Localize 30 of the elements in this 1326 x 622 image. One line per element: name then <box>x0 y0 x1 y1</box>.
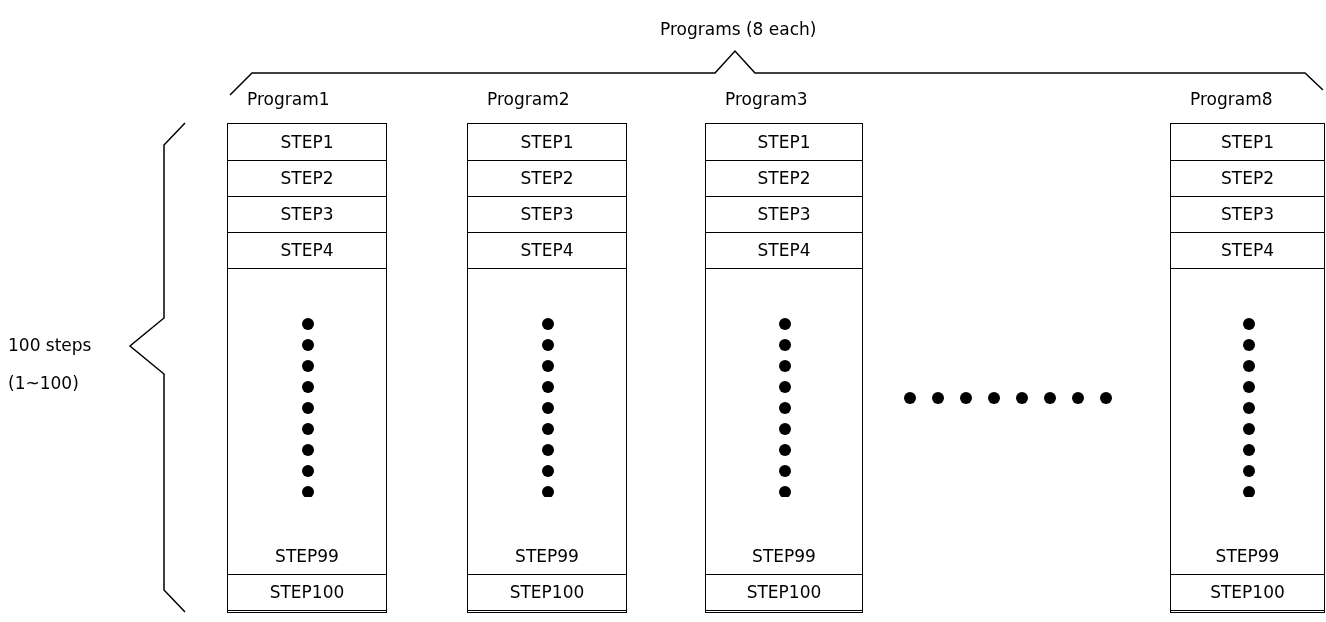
step-row: STEP99 <box>468 538 626 575</box>
step-row: STEP4 <box>468 232 626 269</box>
step-row: STEP3 <box>1171 196 1324 233</box>
step-row: STEP100 <box>228 574 386 611</box>
step-row: STEP99 <box>228 538 386 575</box>
step-row: STEP3 <box>706 196 862 233</box>
step-row: STEP2 <box>706 160 862 197</box>
program-heading: Program3 <box>725 88 808 110</box>
step-row: STEP1 <box>1171 124 1324 161</box>
step-row: STEP100 <box>468 574 626 611</box>
range-label: 100 steps (1~100) <box>8 334 93 395</box>
step-row: STEP1 <box>468 124 626 161</box>
step-row: STEP1 <box>228 124 386 161</box>
step-row: STEP99 <box>706 538 862 575</box>
step-row: STEP100 <box>706 574 862 611</box>
step-row: STEP2 <box>468 160 626 197</box>
axis-title: Programs (8 each) <box>660 18 817 41</box>
step-row: STEP99 <box>1171 538 1324 575</box>
program-heading: Program1 <box>247 88 330 110</box>
step-row: STEP4 <box>706 232 862 269</box>
step-row: STEP3 <box>468 196 626 233</box>
step-row: STEP4 <box>1171 232 1324 269</box>
step-row: STEP3 <box>228 196 386 233</box>
program-heading: Program8 <box>1190 88 1273 110</box>
step-row: STEP2 <box>228 160 386 197</box>
step-row: STEP4 <box>228 232 386 269</box>
program-heading: Program2 <box>487 88 570 110</box>
step-row: STEP2 <box>1171 160 1324 197</box>
step-row: STEP1 <box>706 124 862 161</box>
step-row: STEP100 <box>1171 574 1324 611</box>
